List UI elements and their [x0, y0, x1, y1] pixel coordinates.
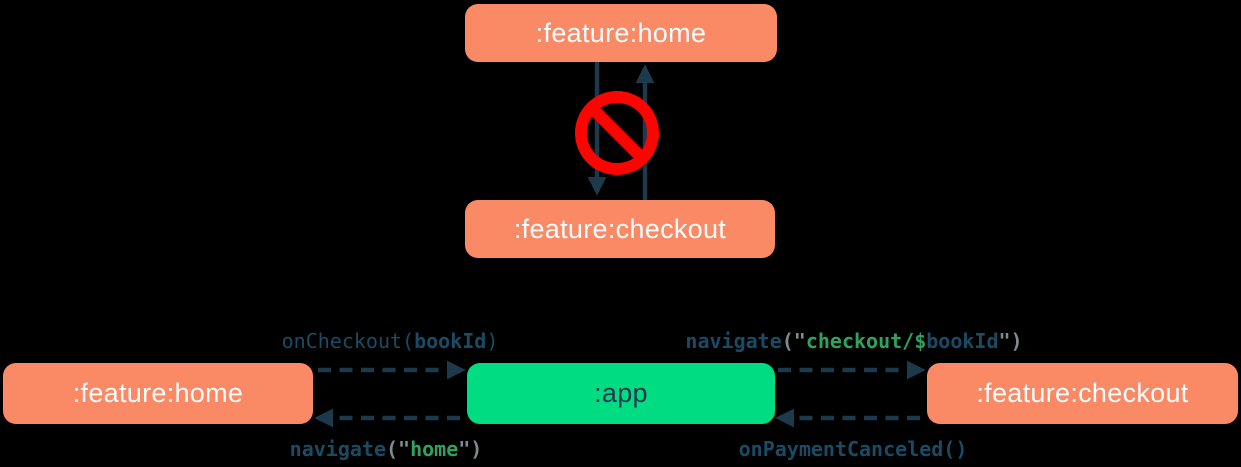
node-label: :feature:checkout: [976, 378, 1189, 408]
node-label: :feature:home: [535, 17, 707, 48]
code-token: checkout/$: [805, 329, 927, 353]
edge-label-oncheckout: onCheckout(bookId): [282, 330, 499, 352]
code-token: (": [781, 329, 806, 353]
code-token: home: [410, 437, 459, 461]
node-feature-home-top: :feature:home: [465, 4, 777, 62]
node-label: :feature:checkout: [513, 213, 727, 244]
code-token: onPaymentCanceled(): [738, 437, 968, 461]
code-token: "): [458, 437, 483, 461]
code-token: (: [402, 329, 415, 353]
code-token: bookId: [926, 329, 999, 353]
node-app: :app: [467, 363, 775, 424]
node-feature-checkout-top: :feature:checkout: [465, 200, 775, 258]
node-label: :feature:home: [72, 378, 244, 408]
node-feature-home-bottom: :feature:home: [3, 363, 313, 424]
node-label: :app: [594, 378, 648, 408]
code-token: navigate: [685, 329, 782, 353]
node-feature-checkout-bottom: :feature:checkout: [927, 363, 1238, 424]
code-token: navigate: [289, 437, 386, 461]
edge-label-onpaymentcanceled: onPaymentCanceled(): [739, 438, 968, 460]
code-token: (": [385, 437, 411, 461]
edge-label-navigate-checkout: navigate("checkout/$bookId"): [685, 330, 1022, 352]
no-entry-ring: [575, 91, 659, 175]
code-token: onCheckout: [281, 329, 403, 353]
edge-label-navigate-home: navigate("home"): [290, 438, 483, 460]
code-token: "): [998, 329, 1023, 353]
code-token: bookId: [414, 329, 487, 353]
no-entry-icon: [575, 91, 659, 175]
code-token: ): [486, 329, 499, 353]
no-entry-slash: [587, 103, 647, 163]
